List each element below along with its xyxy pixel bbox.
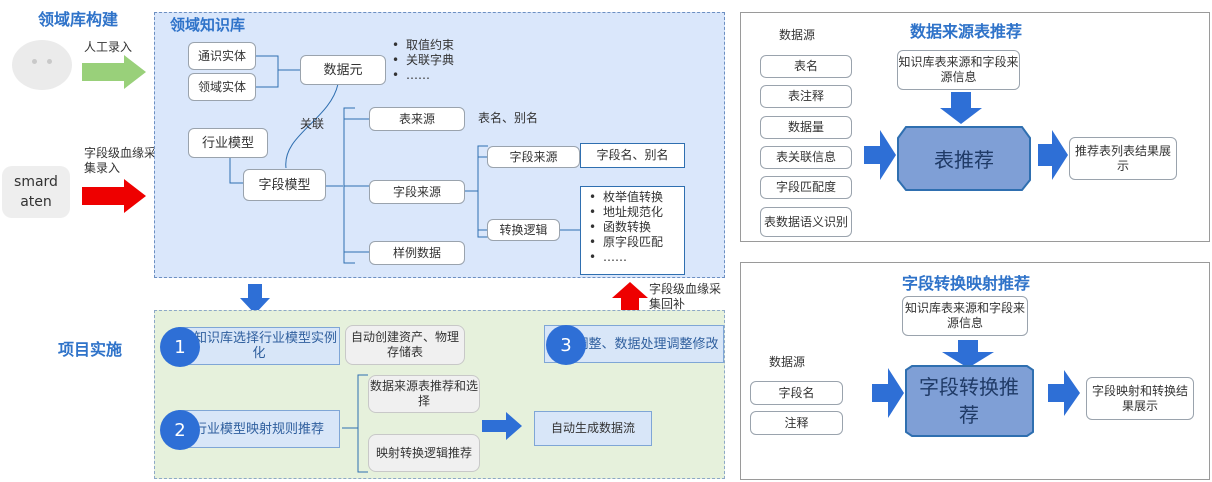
field-source-item: 字段名 xyxy=(750,381,843,405)
data-element-list: 取值约束 关联字典 …… xyxy=(392,38,454,83)
lineage-backfill-label: 字段级血缘采集回补 xyxy=(649,282,722,311)
avatar-icon xyxy=(12,40,72,90)
transform-logic-node: 转换逻辑 xyxy=(487,219,560,241)
table-rec-title: 数据来源表推荐 xyxy=(910,22,1023,41)
transform-items-box: 枚举值转换 地址规范化 函数转换 原字段匹配 …… xyxy=(580,186,685,275)
field-kb-box: 知识库表来源和字段来源信息 xyxy=(902,296,1028,336)
industry-model-node: 行业模型 xyxy=(188,128,268,158)
field-source-item: 注释 xyxy=(750,411,843,435)
table-source-item: 字段匹配度 xyxy=(760,176,852,199)
step1-label: 从知识库选择行业模型实例化 xyxy=(178,327,340,365)
de-item: 关联字典 xyxy=(392,53,454,68)
down-arrow-icon xyxy=(940,92,982,124)
table-engine-label: 表推荐 xyxy=(934,148,994,172)
transform-item: …… xyxy=(589,250,684,265)
table-kb-box: 知识库表来源和字段来源信息 xyxy=(897,50,1020,90)
table-source-item: 表关联信息 xyxy=(760,146,852,169)
field-source-node: 字段来源 xyxy=(369,180,465,204)
domain-entity-node: 领域实体 xyxy=(188,73,256,101)
right-arrow-icon xyxy=(1048,370,1080,416)
step1-badge: 1 xyxy=(160,327,200,367)
table-result-box: 推荐表列表结果展示 xyxy=(1069,137,1177,180)
field-ds-label: 数据源 xyxy=(769,355,806,369)
de-item: 取值约束 xyxy=(392,38,454,53)
right-arrow-icon xyxy=(872,368,904,418)
table-source-node: 表来源 xyxy=(369,107,465,131)
table-engine-shape xyxy=(897,126,1031,191)
transform-item: 枚举值转换 xyxy=(589,190,684,205)
field-names-node: 字段名、别名 xyxy=(580,143,685,168)
impl-title: 项目实施 xyxy=(58,340,123,359)
build-title: 领域库构建 xyxy=(38,10,119,29)
table-source-item: 表注释 xyxy=(760,85,852,108)
kb-title: 领域知识库 xyxy=(170,16,246,34)
lineage-entry-arrow-icon xyxy=(82,179,146,213)
field-rec-title: 字段转换映射推荐 xyxy=(902,274,1031,293)
right-arrow-icon xyxy=(864,130,896,180)
transform-item: 函数转换 xyxy=(589,220,684,235)
rec-table-box: 数据来源表推荐和选择 xyxy=(368,375,480,413)
user-avatar-text: smard aten xyxy=(2,166,70,218)
manual-entry-arrow-icon xyxy=(82,55,146,89)
field-model-node: 字段模型 xyxy=(243,169,326,201)
manual-entry-label: 人工录入 xyxy=(84,40,133,54)
auto-create-box: 自动创建资产、物理存储表 xyxy=(345,325,465,365)
transform-item: 原字段匹配 xyxy=(589,235,684,250)
table-source-item: 数据量 xyxy=(760,116,852,139)
field-engine-label: 字段转换推荐 xyxy=(919,375,1019,427)
down-arrow-icon xyxy=(240,284,270,314)
field-source-sub-node: 字段来源 xyxy=(487,146,580,168)
de-item: …… xyxy=(392,68,454,83)
relation-label: 关联 xyxy=(300,117,325,131)
right-arrow-icon xyxy=(1038,130,1068,180)
table-ds-label: 数据源 xyxy=(779,28,816,42)
data-element-node: 数据元 xyxy=(300,55,386,85)
field-result-box: 字段映射和转换结果展示 xyxy=(1086,377,1194,420)
table-names-label: 表名、别名 xyxy=(478,111,539,125)
table-source-item: 表名 xyxy=(760,55,852,78)
lineage-entry-label: 字段级血缘采集录入 xyxy=(84,146,157,175)
common-entity-node: 通识实体 xyxy=(188,42,256,70)
down-arrow-icon xyxy=(942,340,994,368)
table-source-item: 表数据语义识别 xyxy=(760,207,852,237)
step3-badge: 3 xyxy=(546,325,586,365)
backfill-arrow-icon xyxy=(612,282,648,314)
step2-label: 行业模型映射规则推荐 xyxy=(178,410,340,448)
auto-flow-box: 自动生成数据流 xyxy=(534,411,652,446)
step2-badge: 2 xyxy=(160,410,200,450)
transform-item: 地址规范化 xyxy=(589,205,684,220)
rec-mapping-box: 映射转换逻辑推荐 xyxy=(368,434,480,472)
field-engine-shape xyxy=(905,365,1034,437)
sample-data-node: 样例数据 xyxy=(369,241,465,265)
